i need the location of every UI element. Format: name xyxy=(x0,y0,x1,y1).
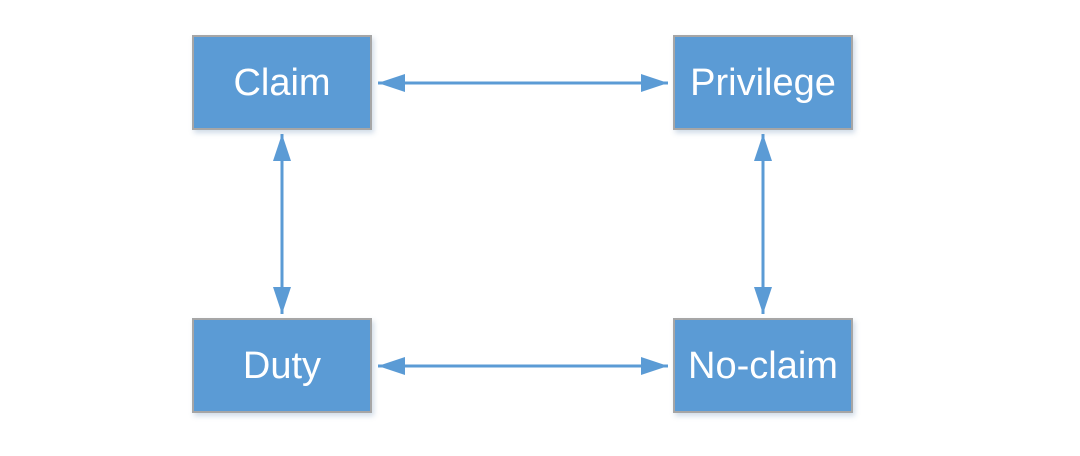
node-claim-label: Claim xyxy=(233,61,331,104)
node-privilege: Privilege xyxy=(673,35,853,130)
node-privilege-label: Privilege xyxy=(690,61,836,104)
node-duty-label: Duty xyxy=(242,344,322,387)
node-no-claim-label: No-claim xyxy=(688,344,838,387)
node-duty: Duty xyxy=(192,318,372,413)
node-claim: Claim xyxy=(192,35,372,130)
node-no-claim: No-claim xyxy=(673,318,853,413)
